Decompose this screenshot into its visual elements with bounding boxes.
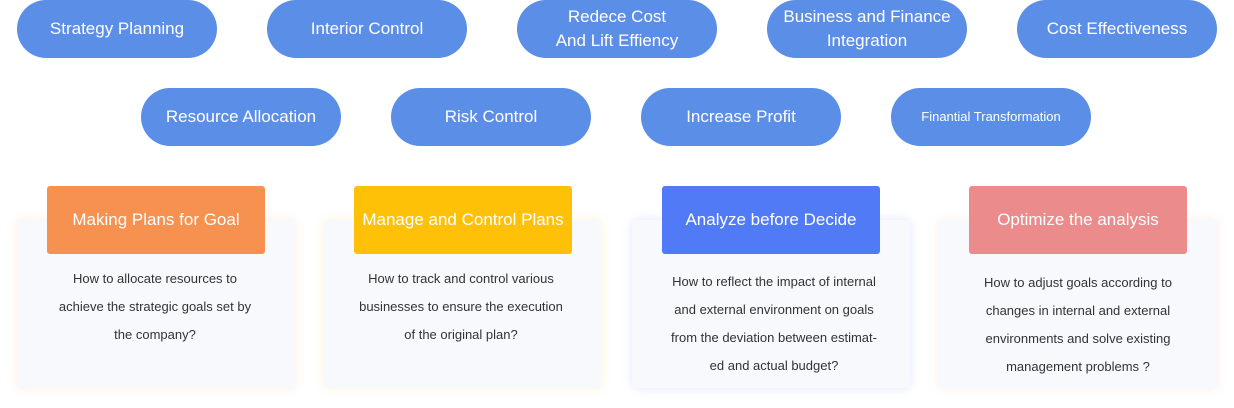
card-body-manage-control: How to track and control various busines… [359,271,563,342]
card-body-making-plans: How to allocate resources to achieve the… [58,271,252,342]
pill-business-finance-integration: Business and Finance Integration [767,0,967,58]
card-body-optimize-analysis: How to adjust goals according to changes… [984,275,1172,374]
card-header-analyze-decide: Analyze before Decide [662,186,880,254]
pill-resource-allocation: Resource Allocation [141,88,341,146]
card-body-analyze-decide: How to reflect the impact of internal an… [671,274,877,373]
card-header-optimize-analysis: Optimize the analysis [969,186,1187,254]
pill-financial-transformation: Finantial Transformation [891,88,1091,146]
card-header-manage-control: Manage and Control Plans [354,186,572,254]
pill-interior-control: Interior Control [267,0,467,58]
pill-reduce-cost: Redece Cost And Lift Effiency [517,0,717,58]
pill-risk-control: Risk Control [391,88,591,146]
pill-strategy-planning: Strategy Planning [17,0,217,58]
pill-increase-profit: Increase Profit [641,88,841,146]
card-header-making-plans: Making Plans for Goal [47,186,265,254]
pill-cost-effectiveness: Cost Effectiveness [1017,0,1217,58]
